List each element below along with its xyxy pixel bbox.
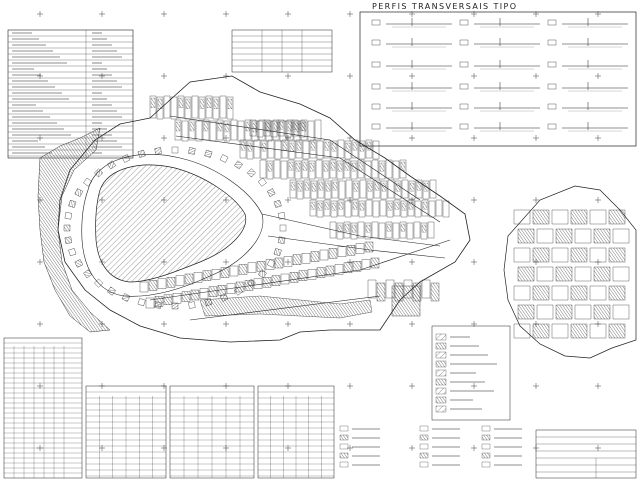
lot-area-table: [3, 337, 83, 479]
construction-legend: [339, 425, 522, 468]
legend-panel: [431, 325, 511, 421]
title-block: [535, 429, 637, 479]
grid-crosshair-marks: [37, 11, 601, 451]
parameters-table: [7, 29, 134, 159]
subdivision-plan: [37, 75, 471, 343]
profiles-title: PERFIS TRANSVERSAIS TIPO: [372, 2, 518, 11]
secondary-subdivision-plan: [503, 185, 637, 359]
cross-section-profiles-panel: [359, 11, 637, 147]
lot-description-tables: [85, 385, 335, 479]
zone-summary-table: [231, 29, 333, 73]
